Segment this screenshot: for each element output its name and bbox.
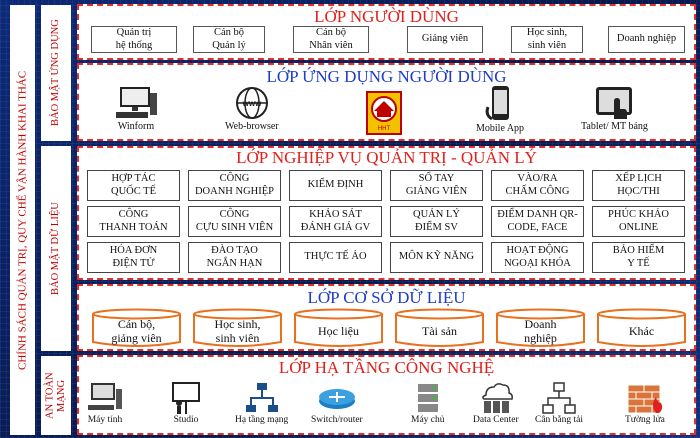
network-icon	[245, 383, 278, 412]
mobile-app-item: Mobile App	[476, 85, 524, 134]
computer-item: Máy tính	[85, 381, 125, 425]
database-cylinder: Tài sản	[394, 308, 485, 348]
database-cylinder: Học liệu	[293, 308, 384, 348]
tablet-item: Tablet/ MT bảng	[581, 85, 648, 132]
load-balancer-item: Cân bằng tải	[535, 381, 583, 425]
user-box: Học sinh, sinh viên	[511, 26, 583, 53]
business-module: CÔNG CỰU SINH VIÊN	[188, 206, 281, 237]
network-item: Hạ tầng mạng	[235, 381, 288, 425]
server-icon	[417, 384, 438, 412]
business-module: THỰC TẾ ẢO	[289, 242, 382, 273]
firewall-item: Tường lửa	[625, 381, 665, 425]
business-module: HÓA ĐƠN ĐIỆN TỬ	[87, 242, 180, 273]
server-item: Máy chủ	[411, 381, 445, 425]
mobile-app-label: Mobile App	[476, 123, 525, 134]
router-icon	[318, 389, 355, 409]
data-center-label: Data Center	[473, 415, 519, 425]
server-label: Máy chủ	[411, 415, 445, 425]
business-module: CÔNG DOANH NGHIỆP	[188, 170, 281, 201]
hht-logo-item: HHT	[366, 91, 402, 135]
network-safety-label: AN TOÀN MẠNG	[44, 372, 67, 419]
data-security-banner: BẢO MẬT DỮ LIỆU	[41, 146, 71, 351]
user-layer-title: LỚP NGƯỜI DÙNG	[314, 7, 459, 26]
desktop-computer-icon	[116, 87, 157, 118]
policy-banner: CHÍNH SÁCH QUẢN TRỊ, QUY CHẾ VẬN HÀNH KH…	[10, 5, 35, 435]
user-layer: LỚP NGƯỜI DÙNG Quản trị hệ thống Cán bộ …	[77, 4, 696, 60]
app-security-banner: BẢO MẬT ỨNG DỤNG	[41, 5, 71, 141]
computer-label: Máy tính	[87, 415, 123, 425]
business-module: CÔNG THANH TOÁN	[87, 206, 180, 237]
app-layer: LỚP ỨNG DỤNG NGƯỜI DÙNG Winform www Web-…	[77, 63, 696, 141]
svg-text:HHT: HHT	[378, 126, 391, 132]
business-layer-title: LỚP NGHIỆP VỤ QUẢN TRỊ - QUẢN LÝ	[236, 148, 537, 167]
studio-label: Studio	[173, 415, 199, 425]
app-security-label: BẢO MẬT ỨNG DỤNG	[50, 19, 62, 127]
load-balancer-icon	[542, 382, 576, 414]
studio-icon	[172, 382, 200, 414]
data-security-label: BẢO MẬT DỮ LIỆU	[50, 202, 62, 295]
database-cylinder: Khác	[596, 308, 687, 348]
infra-layer: LỚP HẠ TẦNG CÔNG NGHỆ Máy tính Studio Hạ…	[77, 355, 696, 435]
firewall-label: Tường lửa	[625, 415, 665, 425]
network-safety-banner: AN TOÀN MẠNG	[41, 356, 71, 435]
winform-label: Winform	[117, 121, 155, 132]
policy-label: CHÍNH SÁCH QUẢN TRỊ, QUY CHẾ VẬN HÀNH KH…	[16, 70, 29, 370]
business-module: ĐÀO TẠO NGẮN HẠN	[188, 242, 281, 273]
database-cylinder: Cán bộ, giảng viên	[91, 308, 182, 348]
network-label: Hạ tầng mạng	[235, 415, 289, 425]
app-layer-title: LỚP ỨNG DỤNG NGƯỜI DÙNG	[266, 67, 507, 86]
studio-item: Studio	[169, 381, 203, 425]
web-browser-item: www Web-browser	[225, 85, 279, 132]
business-layer: LỚP NGHIỆP VỤ QUẢN TRỊ - QUẢN LÝ HỢP TÁC…	[77, 146, 696, 280]
business-module: HOẠT ĐỘNG NGOẠI KHÓA	[491, 242, 584, 273]
business-module: VÀO/RA CHẤM CÔNG	[491, 170, 584, 201]
router-item: Switch/router	[311, 381, 363, 425]
business-module: QUẢN LÝ ĐIỂM SV	[390, 206, 483, 237]
web-browser-label: Web-browser	[225, 121, 279, 132]
business-module: HỢP TÁC QUỐC TẾ	[87, 170, 180, 201]
hht-logo-icon: HHT	[366, 91, 402, 135]
infra-layer-title: LỚP HẠ TẦNG CÔNG NGHỆ	[278, 358, 495, 377]
database-cylinder: Doanh nghiệp	[495, 308, 586, 348]
user-box: Cán bộ Nhân viên	[293, 26, 369, 53]
database-cylinder: Học sinh, sinh viên	[192, 308, 283, 348]
business-module: SỔ TAY GIẢNG VIÊN	[390, 170, 483, 201]
computer-icon	[88, 383, 122, 410]
business-module: BẢO HIỂM Y TẾ	[592, 242, 685, 273]
load-balancer-label: Cân bằng tải	[535, 415, 584, 425]
business-module: KHẢO SÁT ĐÁNH GIÁ GV	[289, 206, 382, 237]
business-module: MÔN KỸ NĂNG	[390, 242, 483, 273]
router-label: Switch/router	[311, 415, 363, 425]
business-module: KIỂM ĐỊNH	[289, 170, 382, 201]
user-box: Cán bộ Quản lý	[193, 26, 265, 53]
www-globe-icon: www	[235, 87, 268, 119]
tablet-label: Tablet/ MT bảng	[581, 121, 648, 132]
tablet-touch-icon	[596, 87, 633, 119]
data-center-item: Data Center	[473, 381, 519, 425]
business-module: ĐIỂM DANH QR- CODE, FACE	[491, 206, 584, 237]
firewall-icon	[627, 384, 663, 414]
business-module: XẾP LỊCH HỌC/THI	[592, 170, 685, 201]
data-center-icon	[481, 383, 513, 413]
database-layer-title: LỚP CƠ SỞ DỮ LIỆU	[307, 288, 466, 307]
user-box: Doanh nghiệp	[608, 26, 685, 53]
business-module: PHÚC KHẢO ONLINE	[592, 206, 685, 237]
svg-text:www: www	[241, 99, 261, 108]
smartphone-icon	[485, 86, 510, 121]
user-box: Quản trị hệ thống	[91, 26, 177, 53]
winform-item: Winform	[112, 85, 160, 132]
user-box: Giảng viên	[407, 26, 483, 53]
